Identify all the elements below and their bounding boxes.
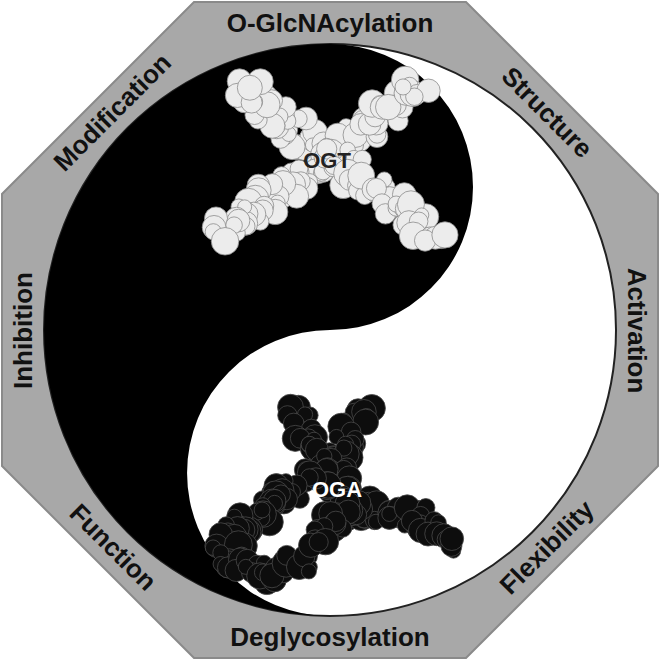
protein-atom [301, 564, 316, 579]
frame-keyword: Activation [622, 267, 653, 393]
frame-keyword: Inhibition [8, 272, 39, 389]
protein-atom [309, 533, 328, 552]
protein-name: OGA [312, 477, 362, 503]
protein-atom [440, 527, 464, 551]
yin-yang-white [44, 44, 616, 616]
protein-atom [395, 79, 411, 95]
protein-name: OGT [303, 148, 351, 174]
frame-keyword: O-GlcNAcylation [227, 8, 434, 39]
protein-structure: OGT [195, 55, 465, 260]
protein-atom [237, 75, 262, 100]
protein-atom [254, 502, 270, 518]
protein-structure: OGA [195, 390, 475, 595]
yin-yang-black [44, 44, 473, 616]
protein-atom [211, 228, 239, 256]
frame-keyword: Deglycosylation [230, 622, 429, 653]
protein-atom [432, 222, 458, 248]
